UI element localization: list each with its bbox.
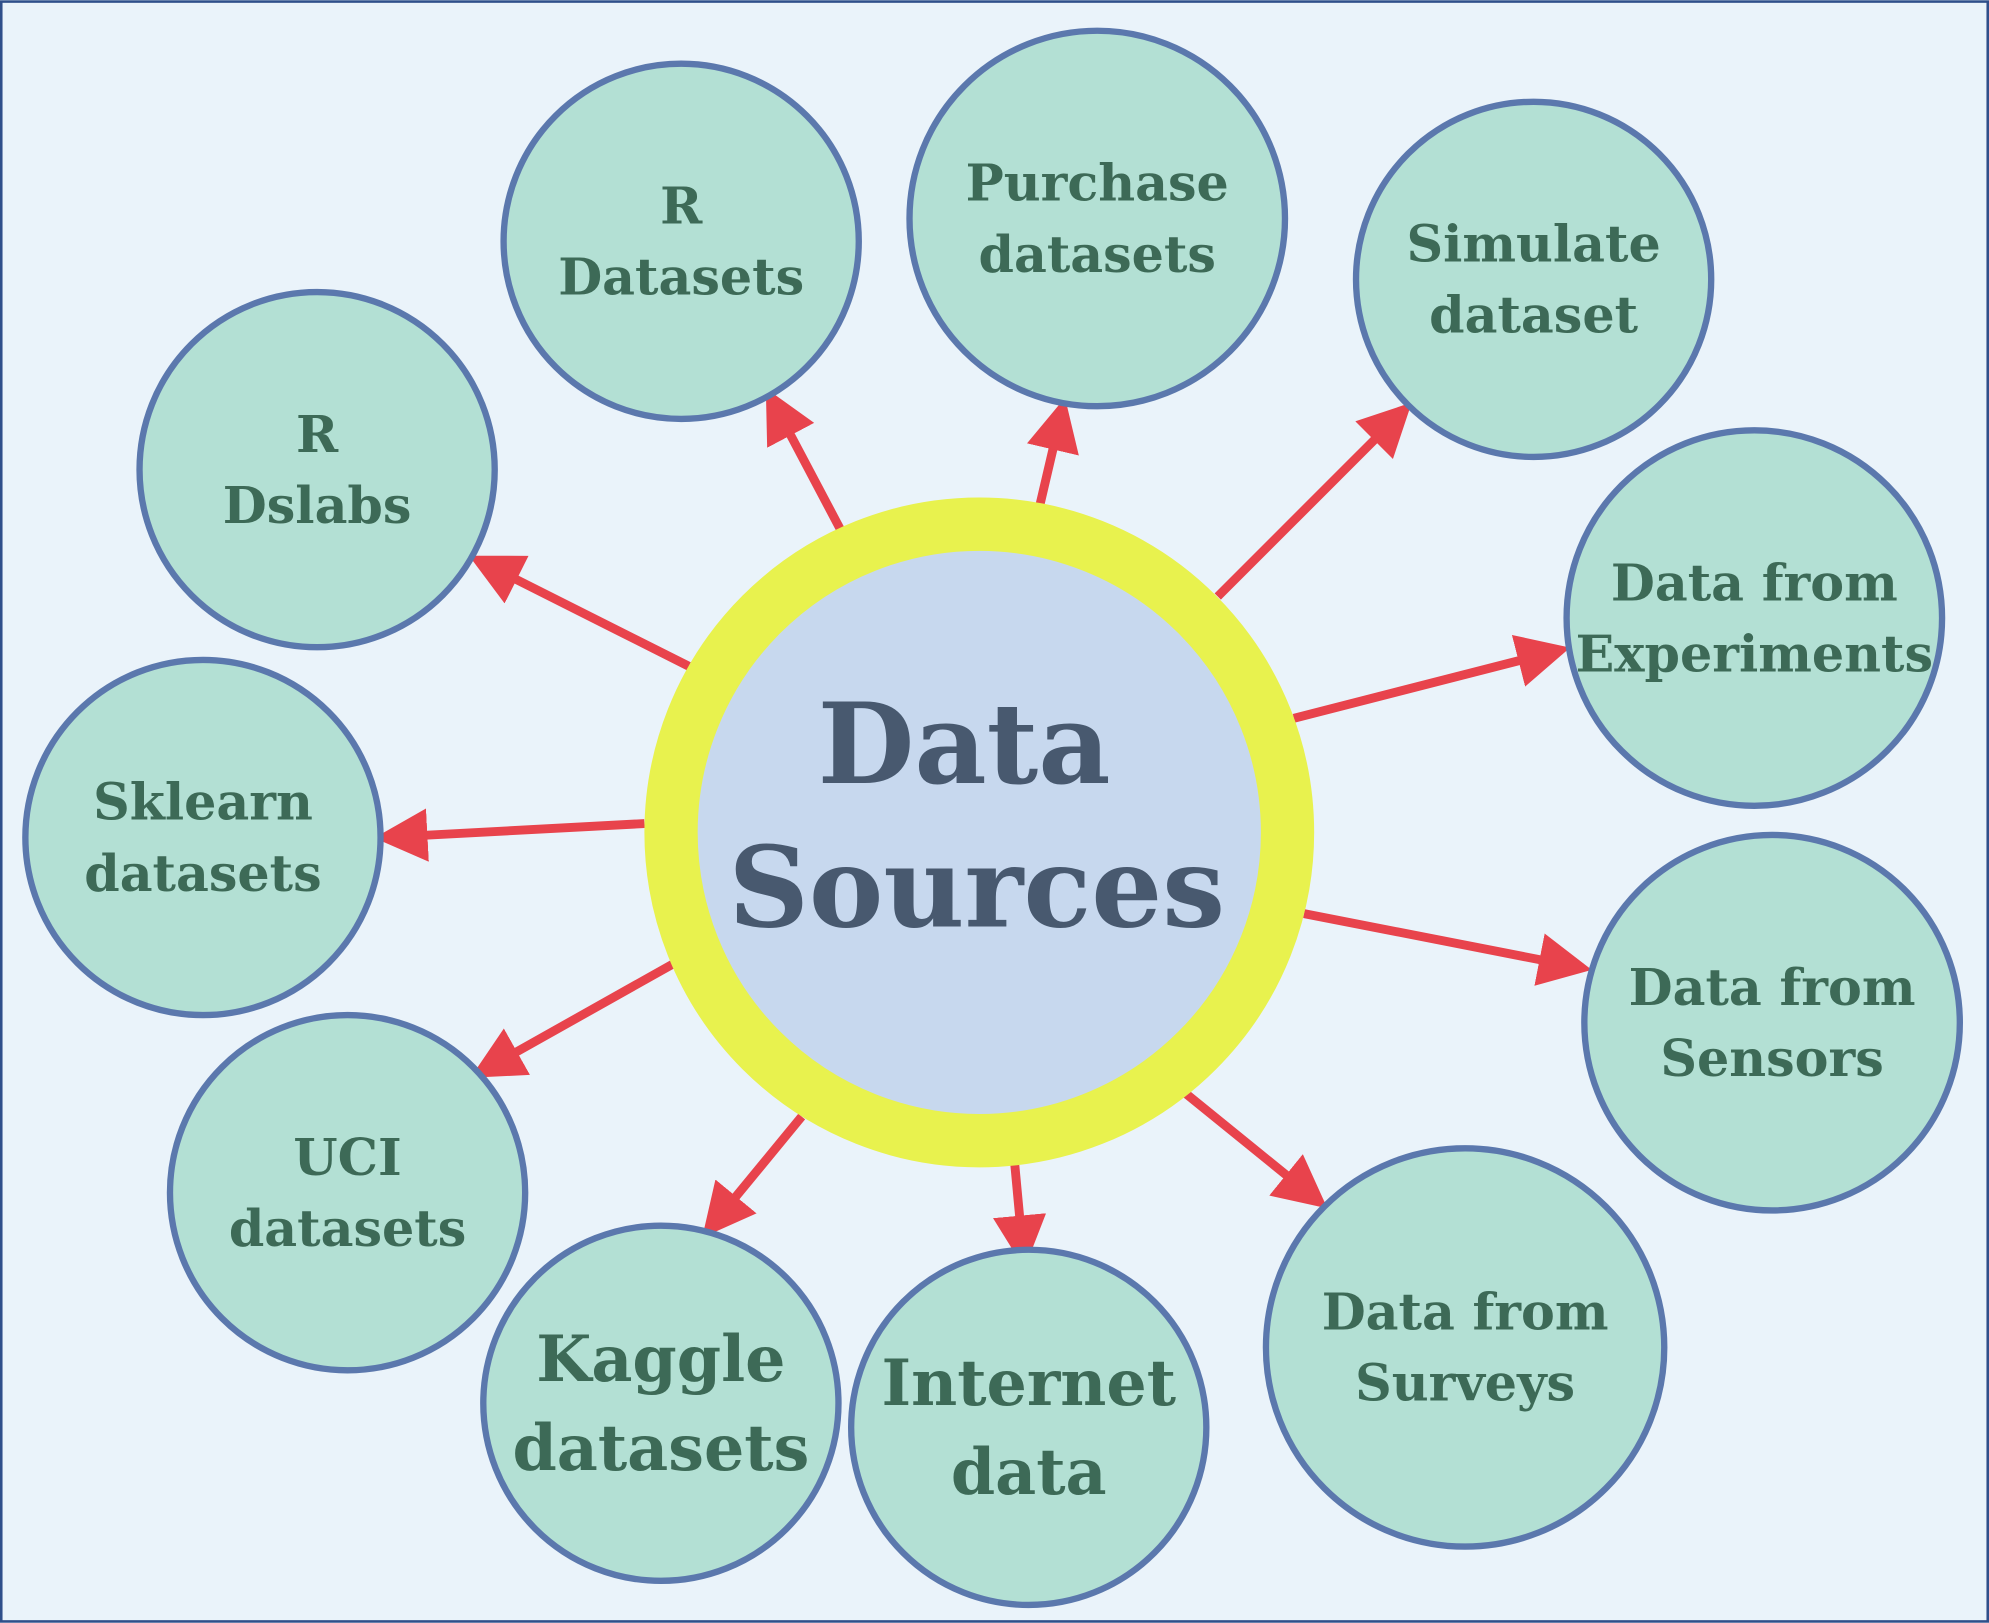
arrow-to-data-from-experiments	[1292, 634, 1571, 723]
node-circle	[136, 288, 498, 651]
node-label: Internet	[881, 1345, 1176, 1420]
node-label: Simulate	[1406, 214, 1660, 274]
arrow-to-internet-data	[993, 1164, 1047, 1269]
arrow-to-purchase-datasets	[1026, 397, 1079, 505]
node-label: Data from	[1611, 552, 1898, 612]
node-circle	[906, 27, 1289, 410]
node-label: Sensors	[1660, 1028, 1883, 1088]
node-label: Purchase	[966, 153, 1229, 213]
node-circle	[166, 1011, 529, 1374]
node-circle	[1262, 1145, 1668, 1550]
node-circle	[22, 656, 384, 1019]
node-label: dataset	[1429, 285, 1638, 345]
node-kaggle-datasets: Kaggle datasets	[480, 1222, 842, 1585]
arrow-to-r-dslabs	[469, 555, 691, 671]
node-purchase-datasets: Purchase datasets	[906, 27, 1289, 410]
node-circle	[1352, 98, 1715, 461]
node-label: R	[660, 176, 703, 236]
node-circle	[500, 60, 862, 423]
center-title-line-1: Data	[818, 679, 1111, 810]
node-label: Datasets	[558, 247, 804, 307]
node-label: Data from	[1322, 1282, 1609, 1342]
node-simulate-dataset: Simulate dataset	[1352, 98, 1715, 461]
node-label: datasets	[979, 224, 1216, 284]
node-label: R	[296, 404, 339, 464]
arrow-to-simulate-dataset	[1214, 402, 1412, 600]
node-circle	[1563, 427, 1946, 809]
node-circle	[1581, 831, 1963, 1214]
arrow-to-r-datasets	[765, 388, 845, 533]
arrow-to-data-from-sensors	[1303, 909, 1592, 986]
node-label: datasets	[229, 1198, 466, 1258]
node-r-datasets: R Datasets	[500, 60, 862, 423]
node-sklearn-datasets: Sklearn datasets	[22, 656, 384, 1019]
node-label: datasets	[84, 843, 321, 903]
node-circle	[847, 1246, 1210, 1609]
arrow-to-kaggle-datasets	[702, 1113, 806, 1238]
node-uci-datasets: UCI datasets	[166, 1011, 529, 1374]
node-internet-data: Internet data	[847, 1246, 1210, 1609]
node-circle	[480, 1222, 842, 1585]
node-label: datasets	[512, 1410, 809, 1485]
arrow-to-data-from-surveys	[1183, 1090, 1328, 1209]
arrow-to-uci-datasets	[470, 960, 675, 1078]
node-label: Surveys	[1355, 1353, 1575, 1413]
center-node: Data Sources	[644, 497, 1315, 1168]
arrow-to-sklearn-datasets	[374, 808, 645, 862]
node-label: UCI	[293, 1127, 401, 1187]
node-label: Kaggle	[536, 1321, 785, 1396]
node-r-dslabs: R Dslabs	[136, 288, 498, 651]
node-label: data	[951, 1434, 1107, 1509]
center-title-line-2: Sources	[728, 822, 1225, 953]
node-label: Experiments	[1576, 623, 1933, 683]
node-label: Dslabs	[223, 475, 412, 535]
node-label: Sklearn	[93, 772, 313, 832]
node-label: Data from	[1629, 957, 1916, 1017]
